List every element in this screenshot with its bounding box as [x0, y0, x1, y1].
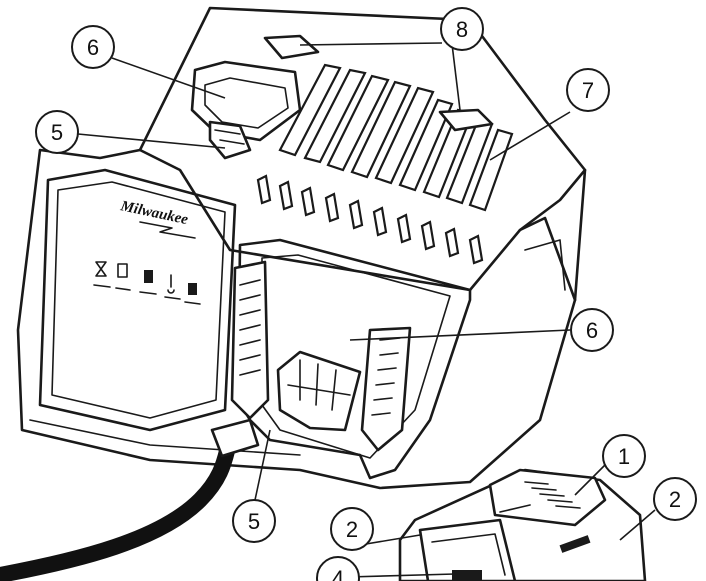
callout-8: 8: [440, 7, 484, 51]
battery-fault-icon: [188, 283, 197, 295]
callout-number: 4: [332, 566, 344, 581]
callout-1: 1: [602, 434, 646, 478]
callout-7: 7: [566, 68, 610, 112]
hourglass-icon: [95, 261, 107, 277]
callout-number: 5: [248, 509, 260, 534]
right-rail: [360, 326, 412, 452]
callout-number: 1: [618, 444, 630, 469]
callout-number: 7: [582, 78, 594, 103]
callout-5-top: 5: [35, 110, 79, 154]
callout-number: 2: [346, 517, 358, 542]
logo-bolt-icon: [139, 221, 196, 239]
callout-number: 6: [586, 318, 598, 343]
callout-6-front: 6: [570, 308, 614, 352]
brand-logo: Milwaukee: [118, 198, 189, 228]
battery-outline-icon: [117, 263, 128, 278]
callout-number: 5: [51, 120, 63, 145]
callout-number: 8: [456, 17, 468, 42]
power-cord: [0, 418, 260, 581]
thermometer-icon: [167, 274, 175, 294]
callout-5-front: 5: [232, 499, 276, 543]
callout-6-top: 6: [71, 25, 115, 69]
large-battery-bay: [230, 238, 472, 480]
battery-contact: [559, 535, 591, 553]
fuel-gauge-button: [452, 570, 482, 581]
large-bay-terminals: [276, 350, 362, 432]
release-latch-right: [438, 108, 494, 132]
vent-slots: [256, 63, 514, 265]
callout-number: 6: [87, 35, 99, 60]
battery-pack: [398, 468, 647, 581]
small-battery-bay: [190, 60, 302, 160]
callout-2-right: 2: [653, 477, 697, 521]
leader-lines: [77, 42, 656, 578]
left-rail: [230, 260, 270, 420]
release-latch-left: [263, 34, 320, 60]
callout-4: 4: [316, 556, 360, 581]
callout-number: 2: [669, 487, 681, 512]
battery-full-icon: [144, 270, 153, 283]
callout-2-left: 2: [330, 507, 374, 551]
status-icons: [93, 261, 201, 305]
cord-strain-relief: [210, 418, 260, 458]
